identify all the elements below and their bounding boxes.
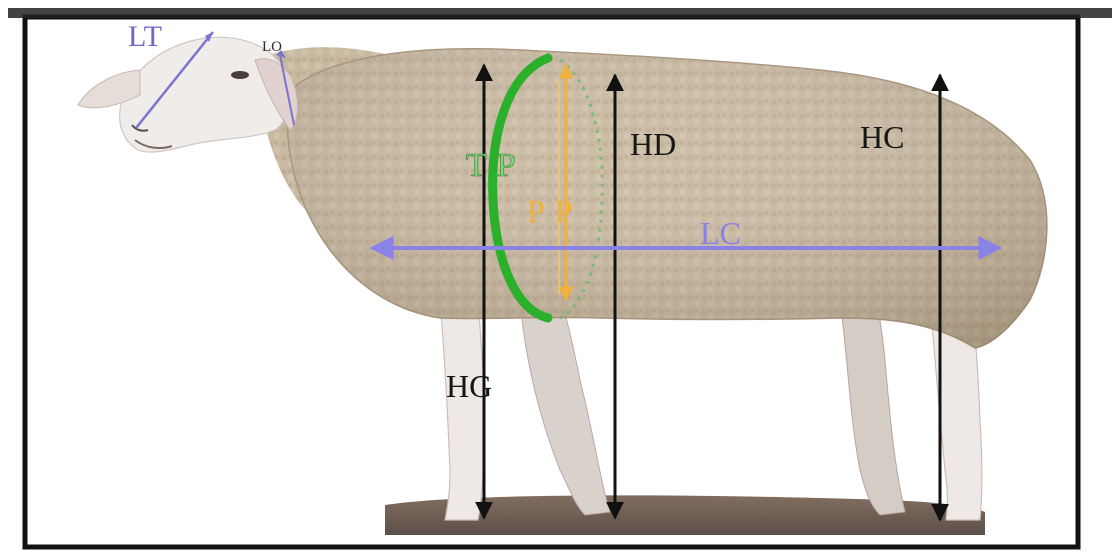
label-lt: LT (128, 20, 162, 53)
label-pp: PP (527, 193, 583, 229)
top-border-band (8, 8, 1112, 18)
label-lc: LC (700, 215, 741, 251)
label-tp: TP (466, 147, 526, 184)
sheep-eye (231, 71, 249, 79)
label-hd: HD (630, 126, 676, 162)
label-lo: LO (262, 39, 282, 55)
label-hg: HG (446, 368, 492, 404)
label-hc: HC (860, 119, 904, 155)
